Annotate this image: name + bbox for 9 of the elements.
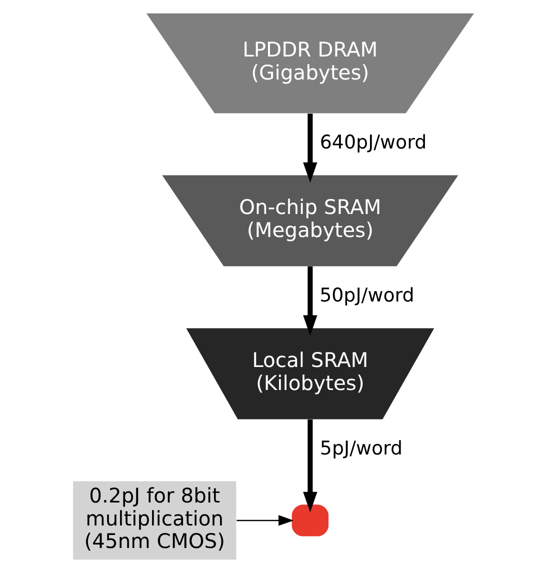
arrow	[236, 515, 294, 526]
node-box	[292, 504, 328, 536]
edge-label: 50pJ/word	[320, 284, 414, 307]
edge-label: 5pJ/word	[320, 438, 403, 460]
arrow	[303, 419, 318, 512]
arrow	[303, 266, 318, 336]
arrow	[303, 114, 318, 183]
edge-label: 640pJ/word	[320, 132, 427, 154]
node-box: 0.2pJ for 8bit multiplication (45nm CMOS)	[73, 481, 236, 560]
